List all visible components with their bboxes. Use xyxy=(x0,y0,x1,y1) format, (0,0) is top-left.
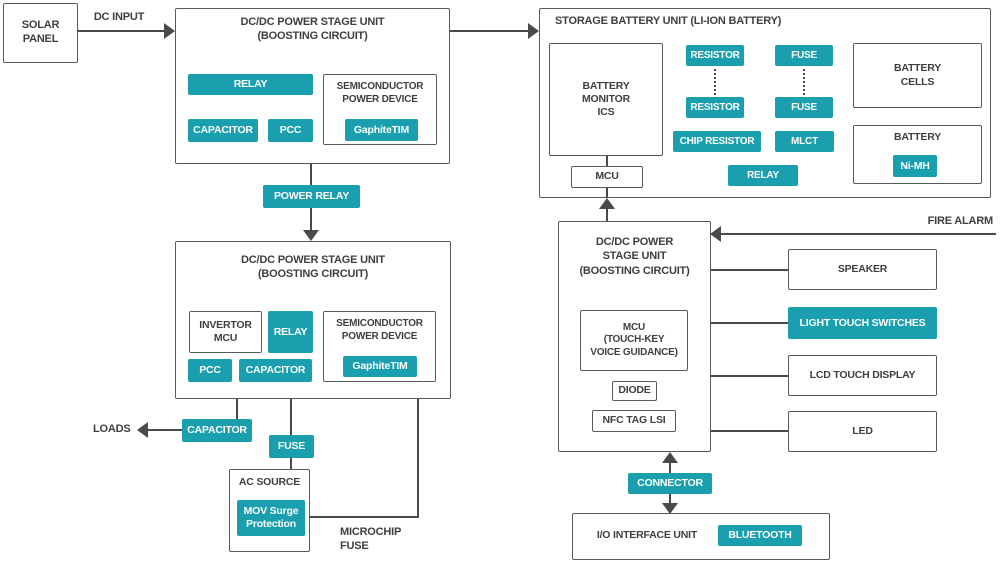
relay-chip: RELAY xyxy=(728,165,798,186)
arrowhead-right-icon xyxy=(164,23,175,39)
mcu-box: MCU xyxy=(571,166,643,188)
battery-monitor-ics-box: BATTERY MONITOR ICS xyxy=(549,43,663,156)
arrowhead-right-icon xyxy=(528,23,539,39)
solar-panel-box: SOLAR PANEL xyxy=(3,3,78,63)
storage-battery-unit-title: STORAGE BATTERY UNIT (LI-ION BATTERY) xyxy=(555,15,782,27)
ni-mh-chip: Ni-MH xyxy=(893,155,937,177)
unit1-to-battery-line xyxy=(450,30,529,32)
dotted-line xyxy=(714,69,716,95)
capacitor-chip: CAPACITOR xyxy=(182,419,252,442)
semiconductor-power-device-title: SEMICONDUCTOR POWER DEVICE xyxy=(336,318,423,342)
unit3-to-battery-line xyxy=(606,208,608,222)
microchip-fuse-line xyxy=(417,399,419,518)
battery-cells-box: BATTERY CELLS xyxy=(853,43,982,108)
unit2-drop-line xyxy=(236,399,238,419)
unit1-to-powerrelay-line xyxy=(310,164,312,185)
lcd-touch-display-box: LCD TOUCH DISPLAY xyxy=(788,355,937,396)
led-box: LED xyxy=(788,411,937,452)
peripheral-line xyxy=(711,269,788,271)
capacitor-chip: CAPACITOR xyxy=(239,359,312,382)
capacitor-chip: CAPACITOR xyxy=(188,119,258,142)
connector-line xyxy=(669,494,671,504)
microchip-fuse-label: MICROCHIP FUSE xyxy=(340,526,402,553)
ac-source-title: AC SOURCE xyxy=(238,476,301,488)
pcc-chip: PCC xyxy=(268,119,313,142)
peripheral-line xyxy=(711,322,788,324)
resistor-chip: RESISTOR xyxy=(686,45,744,66)
dotted-line xyxy=(803,69,805,95)
chip-resistor-chip: CHIP RESISTOR xyxy=(673,131,761,152)
arrowhead-left-icon xyxy=(710,226,721,242)
arrowhead-up-icon xyxy=(599,198,615,209)
mov-surge-protection-chip: MOV Surge Protection xyxy=(237,500,305,536)
graphitetim-chip: GaphiteTIM xyxy=(343,356,417,377)
invertor-mcu-box: INVERTOR MCU xyxy=(189,311,262,353)
io-interface-unit-title: I/O INTERFACE UNIT xyxy=(596,529,698,541)
pcc-chip: PCC xyxy=(188,359,232,382)
microchip-fuse-line xyxy=(310,516,419,518)
unit2-drop-line xyxy=(290,399,292,435)
semiconductor-power-device-title: SEMICONDUCTOR POWER DEVICE xyxy=(336,81,424,105)
peripheral-line xyxy=(711,430,788,432)
resistor-chip: RESISTOR xyxy=(686,97,744,118)
monitor-to-mcu-line xyxy=(606,156,608,166)
peripheral-line xyxy=(711,375,788,377)
dcdc-unit1-title: DC/DC POWER STAGE UNIT (BOOSTING CIRCUIT… xyxy=(240,16,385,43)
loads-label: LOADS xyxy=(93,423,131,435)
fuse-chip: FUSE xyxy=(775,45,833,66)
loads-line xyxy=(148,429,182,431)
battery-box xyxy=(853,125,982,184)
bluetooth-chip: BLUETOOTH xyxy=(718,525,802,546)
diode-box: DIODE xyxy=(612,381,657,401)
mcu-feed-line xyxy=(606,188,608,198)
fire-alarm-label: FIRE ALARM xyxy=(927,215,994,227)
graphitetim-chip: GaphiteTIM xyxy=(345,119,418,141)
dcdc-unit3-title: DC/DC POWER STAGE UNIT (BOOSTING CIRCUIT… xyxy=(579,236,690,277)
connector-chip: CONNECTOR xyxy=(628,473,712,494)
battery-title: BATTERY xyxy=(893,131,941,143)
dcdc-unit2-title: DC/DC POWER STAGE UNIT (BOOSTING CIRCUIT… xyxy=(241,254,385,281)
nfc-tag-lsi-box: NFC TAG LSI xyxy=(592,410,676,432)
mlct-chip: MLCT xyxy=(775,131,834,152)
fuse-chip: FUSE xyxy=(269,435,314,458)
arrowhead-down-icon xyxy=(303,230,319,241)
speaker-box: SPEAKER xyxy=(788,249,937,290)
fire-alarm-line xyxy=(719,233,996,235)
relay-chip: RELAY xyxy=(188,74,313,95)
relay-chip: RELAY xyxy=(268,311,313,353)
fuse-to-acsource-line xyxy=(290,458,292,469)
powerrelay-to-unit2-line xyxy=(310,208,312,232)
power-relay-chip: POWER RELAY xyxy=(263,185,360,208)
dc-input-line xyxy=(78,30,166,32)
mcu-touchkey-box: MCU (TOUCH-KEY VOICE GUIDANCE) xyxy=(580,310,688,371)
arrowhead-up-icon xyxy=(662,452,678,463)
light-touch-switches-box: LIGHT TOUCH SWITCHES xyxy=(788,307,937,339)
dc-input-label: DC INPUT xyxy=(93,11,145,23)
arrowhead-down-icon xyxy=(662,503,678,514)
connector-line xyxy=(669,461,671,473)
fuse-chip: FUSE xyxy=(775,97,833,118)
arrowhead-left-icon xyxy=(137,422,148,438)
